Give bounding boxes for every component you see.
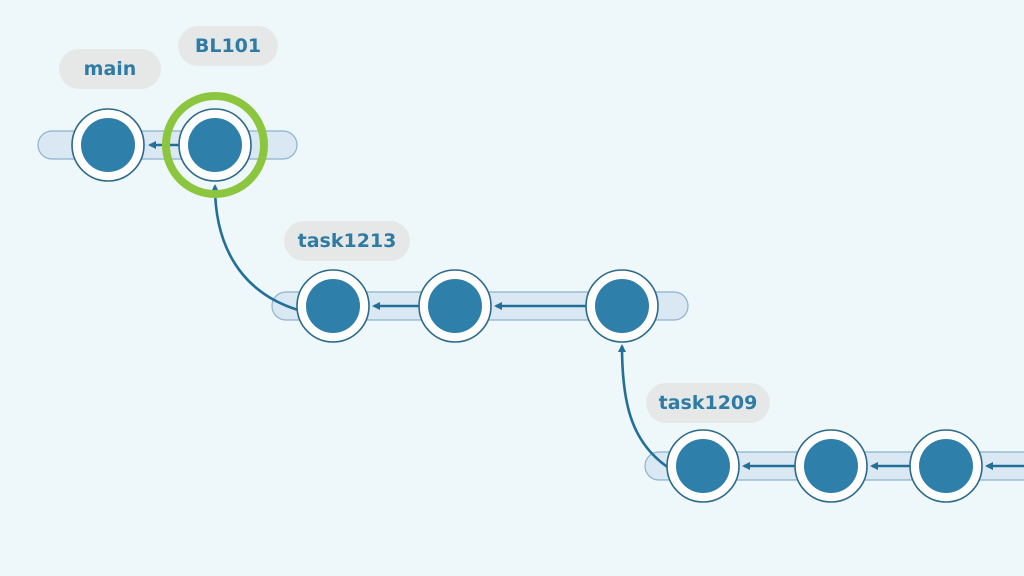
- branch-label-text: task1213: [298, 230, 397, 252]
- merge-edge: [211, 184, 299, 312]
- highlight-ring: [162, 92, 268, 198]
- commit-node[interactable]: [585, 269, 659, 343]
- commit-node[interactable]: [666, 429, 740, 503]
- merge-edge: [618, 344, 673, 472]
- commit-node[interactable]: [418, 269, 492, 343]
- commit-node[interactable]: [909, 429, 983, 503]
- tag-label-bl101[interactable]: BL101: [178, 26, 278, 66]
- tag-label-text: BL101: [195, 35, 261, 57]
- commit-node[interactable]: [71, 108, 145, 182]
- branch-label-task1213[interactable]: task1213: [284, 221, 410, 261]
- commit-node[interactable]: [296, 269, 370, 343]
- branch-label-task1209[interactable]: task1209: [646, 383, 770, 423]
- commit-node[interactable]: [178, 108, 252, 182]
- branch-label-text: main: [84, 58, 137, 80]
- branch-label-main[interactable]: main: [59, 49, 161, 89]
- commit-node[interactable]: [794, 429, 868, 503]
- branch-label-text: task1209: [659, 392, 758, 414]
